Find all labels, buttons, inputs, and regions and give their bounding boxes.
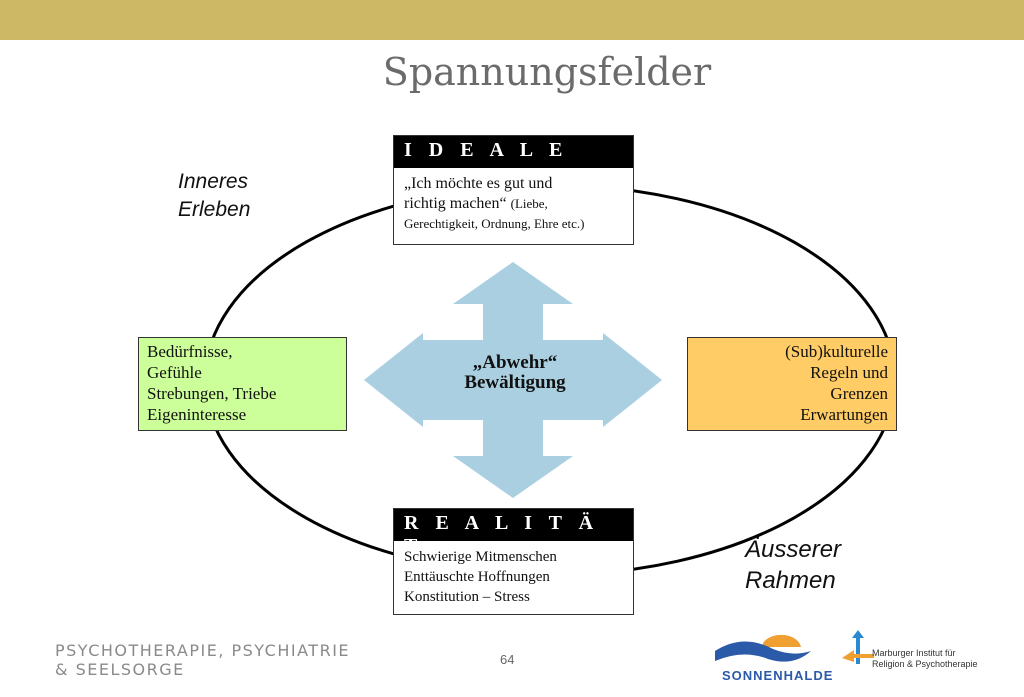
- defense-coping-label: „Abwehr“ Bewältigung: [464, 352, 566, 393]
- realitaet-body: Schwierige Mitmenschen Enttäuschte Hoffn…: [404, 549, 557, 605]
- outer-frame-label: Äusserer Rahmen: [745, 536, 842, 594]
- page-number: 64: [500, 652, 515, 667]
- ideale-heading: I D E A L E: [394, 136, 633, 168]
- realitaet-box: R E A L I T Ä T Schwierige Mitmenschen E…: [393, 508, 634, 615]
- realitaet-heading: R E A L I T Ä T: [394, 509, 633, 557]
- page-title: Spannungsfelder: [382, 50, 712, 94]
- marburger-logo-text: Marburger Institut für Religion & Psycho…: [872, 648, 978, 669]
- rules-box: (Sub)kulturelle Regeln und Grenzen Erwar…: [687, 337, 897, 431]
- top-banner: [0, 0, 1024, 40]
- sonnenhalde-logo-text: SONNENHALDE: [722, 668, 834, 683]
- four-way-arrow: [364, 262, 662, 498]
- footer-institution: PSYCHOTHERAPIE, PSYCHIATRIE & SEELSORGE: [55, 641, 351, 679]
- ideale-box: I D E A L E „Ich möchte es gut und richt…: [393, 135, 634, 245]
- ideale-body: „Ich möchte es gut und richtig machen“ (…: [404, 175, 585, 231]
- marburger-logo: [842, 630, 874, 664]
- sonnenhalde-logo: [715, 634, 811, 662]
- inner-experience-label: Inneres Erleben: [178, 170, 251, 221]
- needs-box: Bedürfnisse, Gefühle Strebungen, Triebe …: [138, 337, 347, 431]
